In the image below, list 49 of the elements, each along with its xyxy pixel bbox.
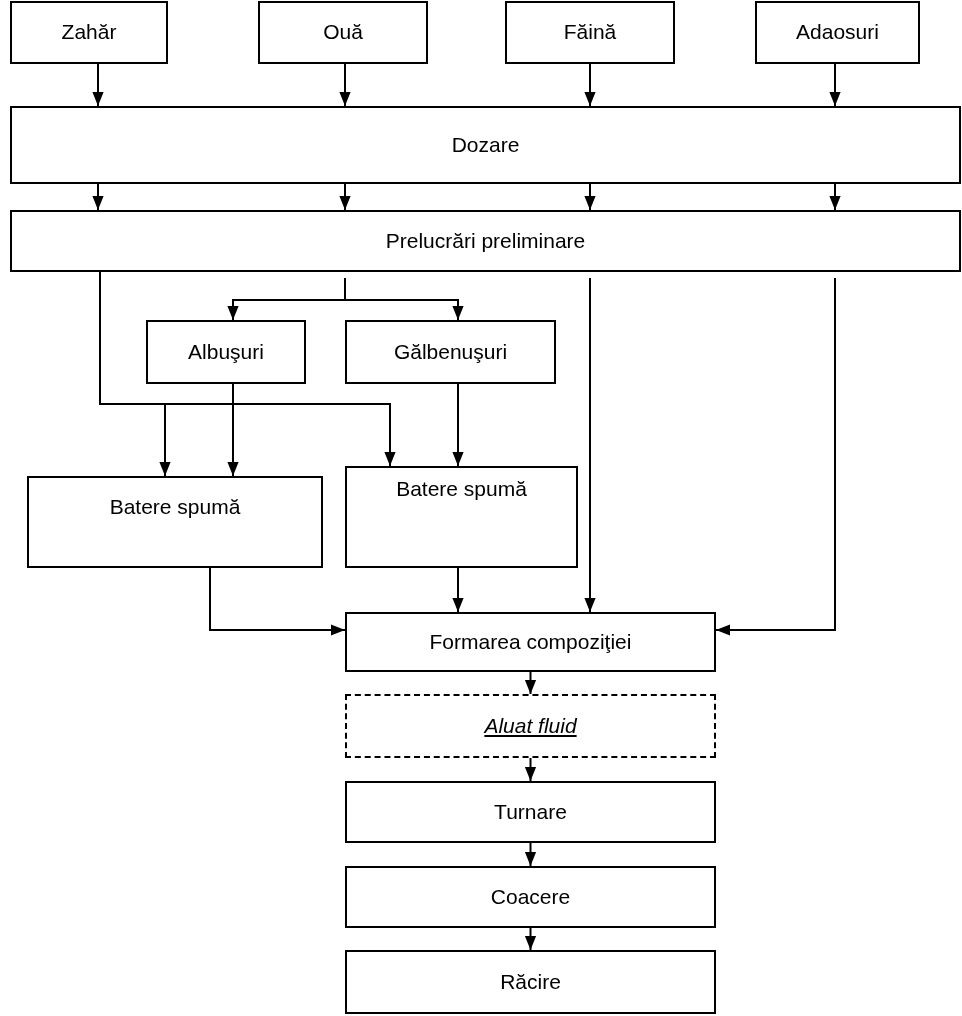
box-label: Zahăr [61, 19, 117, 46]
arrow [524, 757, 537, 782]
box-label: Albuşuri [188, 338, 264, 365]
process-box [146, 320, 306, 384]
arrow [339, 183, 351, 211]
arrow [344, 277, 464, 321]
arrow [209, 567, 346, 636]
arrow [452, 383, 464, 467]
arrow [829, 183, 841, 211]
arrow [584, 63, 596, 107]
process-box [10, 210, 961, 272]
arrow [584, 277, 596, 613]
box-label: Turnare [494, 798, 567, 825]
arrow [92, 183, 104, 211]
arrow [339, 63, 351, 107]
arrow [92, 63, 104, 107]
process-box [505, 1, 675, 64]
box-label: Ouă [323, 19, 363, 46]
arrow [715, 277, 836, 636]
process-box [345, 320, 556, 384]
box-label: Coacere [490, 883, 571, 910]
arrow [227, 383, 239, 477]
arrow [524, 842, 537, 867]
box-label: Gălbenuşuri [393, 338, 508, 365]
process-box [345, 694, 716, 758]
box-label: Aluat fluid [484, 712, 577, 739]
process-box [10, 1, 168, 64]
arrow [524, 927, 537, 951]
arrow [524, 671, 537, 695]
process-box [755, 1, 920, 64]
box-label: Răcire [500, 968, 561, 995]
process-box [345, 781, 716, 843]
box-label: Dozare [451, 131, 520, 158]
arrow [452, 567, 464, 613]
box-label: Formarea compoziţiei [429, 628, 632, 655]
box-label: Batere spumă [109, 494, 241, 520]
process-box [345, 866, 716, 928]
process-box [345, 466, 578, 568]
box-label: Adaosuri [796, 19, 879, 46]
box-label: Batere spumă [396, 476, 527, 502]
process-box [345, 950, 716, 1014]
process-box [10, 106, 961, 184]
process-box [27, 476, 323, 568]
box-label: Făină [563, 19, 617, 46]
arrow [829, 63, 841, 107]
box-label: Prelucrări preliminare [385, 227, 586, 254]
process-box [258, 1, 428, 64]
arrow [584, 183, 596, 211]
process-box [345, 612, 716, 672]
